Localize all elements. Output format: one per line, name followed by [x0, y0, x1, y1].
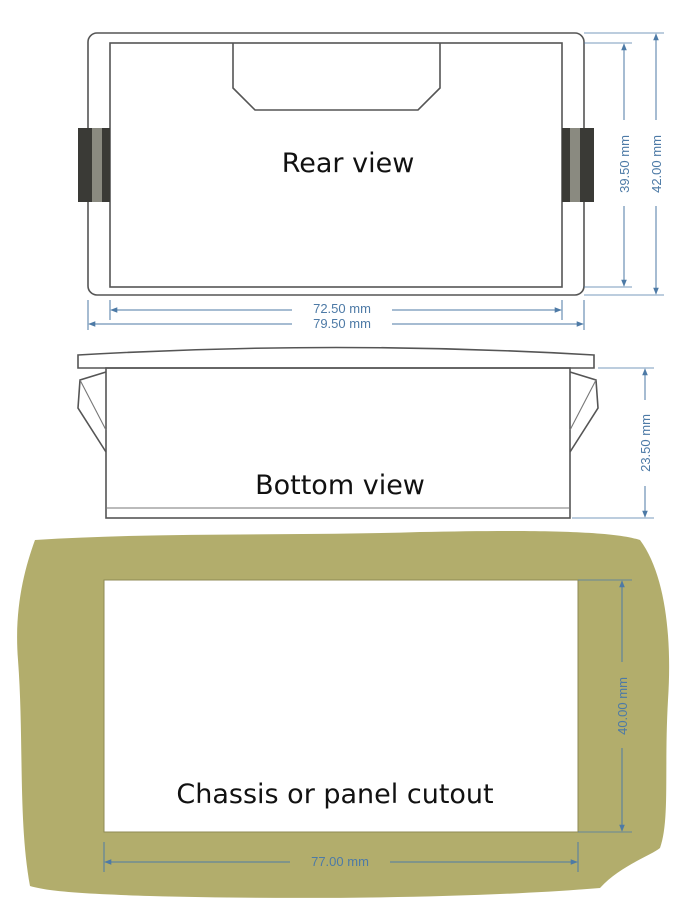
bottom-view-label: Bottom view	[255, 470, 425, 501]
left-clip-highlight	[92, 128, 102, 202]
cutout-dimensions: 77.00 mm 40.00 mm	[103, 579, 632, 872]
inner-height-label: 39.50 mm	[617, 135, 632, 193]
cutout-opening	[103, 579, 579, 833]
cutout-width-label: 77.00 mm	[311, 854, 369, 869]
rear-view: Rear view	[78, 32, 594, 296]
cutout-height-label: 40.00 mm	[615, 677, 630, 735]
right-snap-latch	[569, 371, 599, 453]
rear-connector-recess	[232, 43, 441, 111]
panel-cutout-view: Chassis or panel cutout	[17, 530, 670, 898]
outer-width-label: 79.50 mm	[313, 316, 371, 331]
cutout-label: Chassis or panel cutout	[176, 779, 493, 810]
right-clip-highlight	[570, 128, 580, 202]
depth-label: 23.50 mm	[638, 414, 653, 472]
bottom-depth-dimension: 23.50 mm	[572, 367, 655, 519]
rear-width-dimensions: 72.50 mm 79.50 mm	[87, 300, 585, 332]
bottom-body	[105, 367, 571, 519]
inner-width-label: 72.50 mm	[313, 301, 371, 316]
outer-height-label: 42.00 mm	[649, 135, 664, 193]
bottom-view: Bottom view	[77, 346, 599, 519]
left-snap-latch	[77, 371, 107, 453]
bottom-front-flange	[77, 346, 595, 369]
rear-height-dimensions: 39.50 mm 42.00 mm	[584, 32, 666, 296]
rear-view-label: Rear view	[282, 148, 415, 179]
